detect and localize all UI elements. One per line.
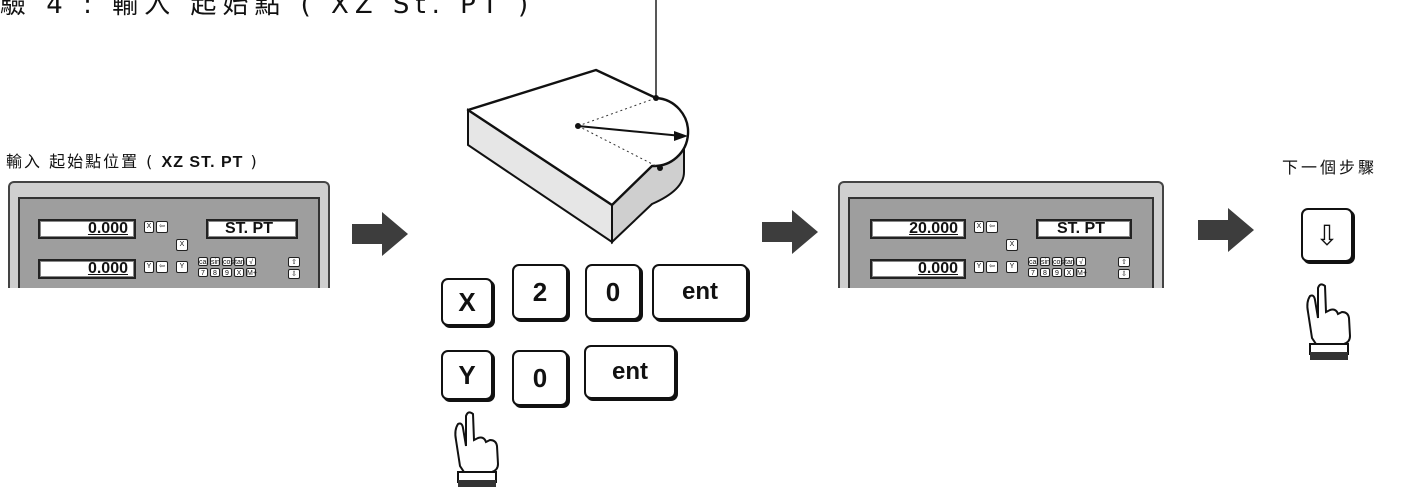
y-key[interactable]: Y bbox=[176, 261, 188, 273]
multiply-key[interactable]: X bbox=[234, 268, 244, 277]
cal-key[interactable]: cal bbox=[1028, 257, 1038, 266]
x-zero-icon[interactable]: ⇦ bbox=[986, 221, 998, 233]
arrow-down-key[interactable]: ⇩ bbox=[1301, 208, 1353, 262]
key-0[interactable]: 0 bbox=[585, 264, 641, 320]
x-readout: 0.000 bbox=[38, 219, 136, 239]
sqrt-icon[interactable]: √ bbox=[1076, 257, 1086, 266]
tan-key[interactable]: tan bbox=[234, 257, 245, 266]
step1-caption-bold: XZ ST. PT bbox=[161, 154, 244, 171]
x-zero-icon[interactable]: ⇦ bbox=[156, 221, 168, 233]
dro-display-face: 20.000 0.000 ST. PT X ⇦ X Y ⇦ Y cal sin … bbox=[848, 197, 1154, 288]
tan-key[interactable]: tan bbox=[1064, 257, 1075, 266]
memory-plus-key[interactable]: M+ bbox=[246, 268, 257, 277]
key-ent[interactable]: ent bbox=[584, 345, 676, 399]
dro-display-panel-initial: 0.000 0.000 ST. PT X ⇦ X Y ⇦ Y cal sin c… bbox=[8, 181, 330, 288]
key-9[interactable]: 9 bbox=[222, 268, 232, 277]
memory-plus-key[interactable]: M+ bbox=[1076, 268, 1087, 277]
key-2[interactable]: 2 bbox=[512, 264, 568, 320]
key-ent[interactable]: ent bbox=[652, 264, 748, 320]
cos-key[interactable]: cos bbox=[222, 257, 234, 266]
y-readout: 0.000 bbox=[870, 259, 966, 279]
mode-readout: ST. PT bbox=[206, 219, 298, 239]
key-8[interactable]: 8 bbox=[1040, 268, 1050, 277]
sin-key[interactable]: sin bbox=[210, 257, 220, 266]
key-x[interactable]: X bbox=[441, 278, 493, 326]
key-7[interactable]: 7 bbox=[1028, 268, 1038, 277]
dro-display-face: 0.000 0.000 ST. PT X ⇦ X Y ⇦ Y cal sin c… bbox=[18, 197, 320, 288]
arrow-down-icon[interactable]: ⇩ bbox=[288, 269, 300, 279]
dro-display-panel-result: 20.000 0.000 ST. PT X ⇦ X Y ⇦ Y cal sin … bbox=[838, 181, 1164, 288]
page-title: 驗 4 : 輸入 起始點 ( XZ St. PT ) bbox=[0, 0, 535, 20]
key-0[interactable]: 0 bbox=[512, 350, 568, 406]
step1-caption: 輸入 起始點位置 ( XZ ST. PT ) bbox=[6, 148, 259, 172]
key-9[interactable]: 9 bbox=[1052, 268, 1062, 277]
x-axis-select-button[interactable]: X bbox=[144, 221, 154, 233]
x-key[interactable]: X bbox=[176, 239, 188, 251]
multiply-key[interactable]: X bbox=[1064, 268, 1074, 277]
cos-key[interactable]: cos bbox=[1052, 257, 1064, 266]
step1-caption-suffix: ) bbox=[250, 152, 259, 171]
arrow-up-icon[interactable]: ⇧ bbox=[288, 257, 300, 267]
x-readout: 20.000 bbox=[870, 219, 966, 239]
mode-readout: ST. PT bbox=[1036, 219, 1132, 239]
step1-caption-prefix: 輸入 起始點位置 ( bbox=[6, 152, 155, 171]
y-axis-select-button[interactable]: Y bbox=[974, 261, 984, 273]
x-axis-select-button[interactable]: X bbox=[974, 221, 984, 233]
arrow-down-icon[interactable]: ⇩ bbox=[1118, 269, 1130, 279]
key-y[interactable]: Y bbox=[441, 350, 493, 400]
key-7[interactable]: 7 bbox=[198, 268, 208, 277]
arrow-up-icon[interactable]: ⇧ bbox=[1118, 257, 1130, 267]
y-axis-select-button[interactable]: Y bbox=[144, 261, 154, 273]
workpiece-illustration bbox=[466, 0, 690, 245]
key-8[interactable]: 8 bbox=[210, 268, 220, 277]
x-key[interactable]: X bbox=[1006, 239, 1018, 251]
flow-arrow-icon bbox=[762, 210, 818, 254]
y-zero-icon[interactable]: ⇦ bbox=[986, 261, 998, 273]
y-key[interactable]: Y bbox=[1006, 261, 1018, 273]
y-zero-icon[interactable]: ⇦ bbox=[156, 261, 168, 273]
cal-key[interactable]: cal bbox=[198, 257, 208, 266]
flow-arrow-icon bbox=[352, 212, 408, 256]
flow-arrow-icon bbox=[1198, 208, 1254, 252]
next-step-label: 下一個步驟 bbox=[1282, 158, 1378, 177]
pointing-hand-icon bbox=[454, 411, 500, 487]
y-readout: 0.000 bbox=[38, 259, 136, 279]
sqrt-icon[interactable]: √ bbox=[246, 257, 256, 266]
pointing-hand-icon bbox=[1306, 283, 1352, 360]
sin-key[interactable]: sin bbox=[1040, 257, 1050, 266]
